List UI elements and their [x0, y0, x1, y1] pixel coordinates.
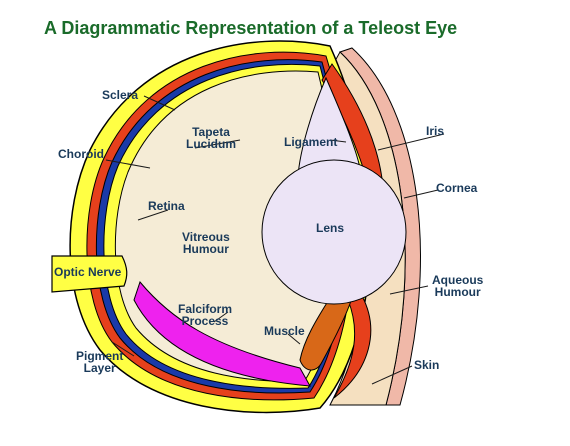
label-muscle: Muscle: [264, 324, 305, 338]
optic-nerve: [51, 255, 128, 293]
label-pigment-line2: Layer: [83, 361, 116, 375]
diagram-title: A Diagrammatic Representation of a Teleo…: [44, 18, 458, 38]
falciform-process: [133, 280, 311, 387]
label-sclera: Sclera: [102, 88, 139, 102]
label-choroid: Choroid: [58, 147, 104, 161]
label-skin: Skin: [414, 358, 440, 372]
label-falciform-line1: Falciform: [178, 302, 233, 316]
label-falciform-process: Falciform Process: [178, 303, 232, 327]
label-tapeta-line2: Lucidum: [186, 137, 236, 151]
iris-lower: [333, 295, 372, 399]
label-iris: Iris: [426, 124, 445, 138]
label-lens: Lens: [316, 221, 345, 235]
label-aqueous-line1: Aqueous: [432, 273, 484, 287]
leader-lines: [105, 95, 445, 385]
label-vitreous-humour: Vitreous Humour: [182, 231, 230, 255]
label-pigment-line1: Pigment: [76, 349, 124, 363]
label-optic-nerve: Optic Nerve: [54, 265, 122, 279]
label-tapeta-lucidum: Tapeta Lucidum: [186, 126, 236, 150]
label-tapeta-line1: Tapeta: [192, 125, 230, 139]
label-vitreous-line1: Vitreous: [182, 230, 230, 244]
label-pigment-layer: Pigment Layer: [76, 350, 123, 374]
label-retina: Retina: [148, 199, 185, 213]
label-ligament: Ligament: [284, 135, 338, 149]
label-aqueous-humour: Aqueous Humour: [432, 274, 483, 298]
muscle: [299, 297, 353, 371]
label-falciform-line2: Process: [181, 314, 229, 328]
label-cornea: Cornea: [436, 181, 478, 195]
label-aqueous-line2: Humour: [434, 285, 481, 299]
label-vitreous-line2: Humour: [182, 242, 229, 256]
lens: [261, 159, 407, 305]
